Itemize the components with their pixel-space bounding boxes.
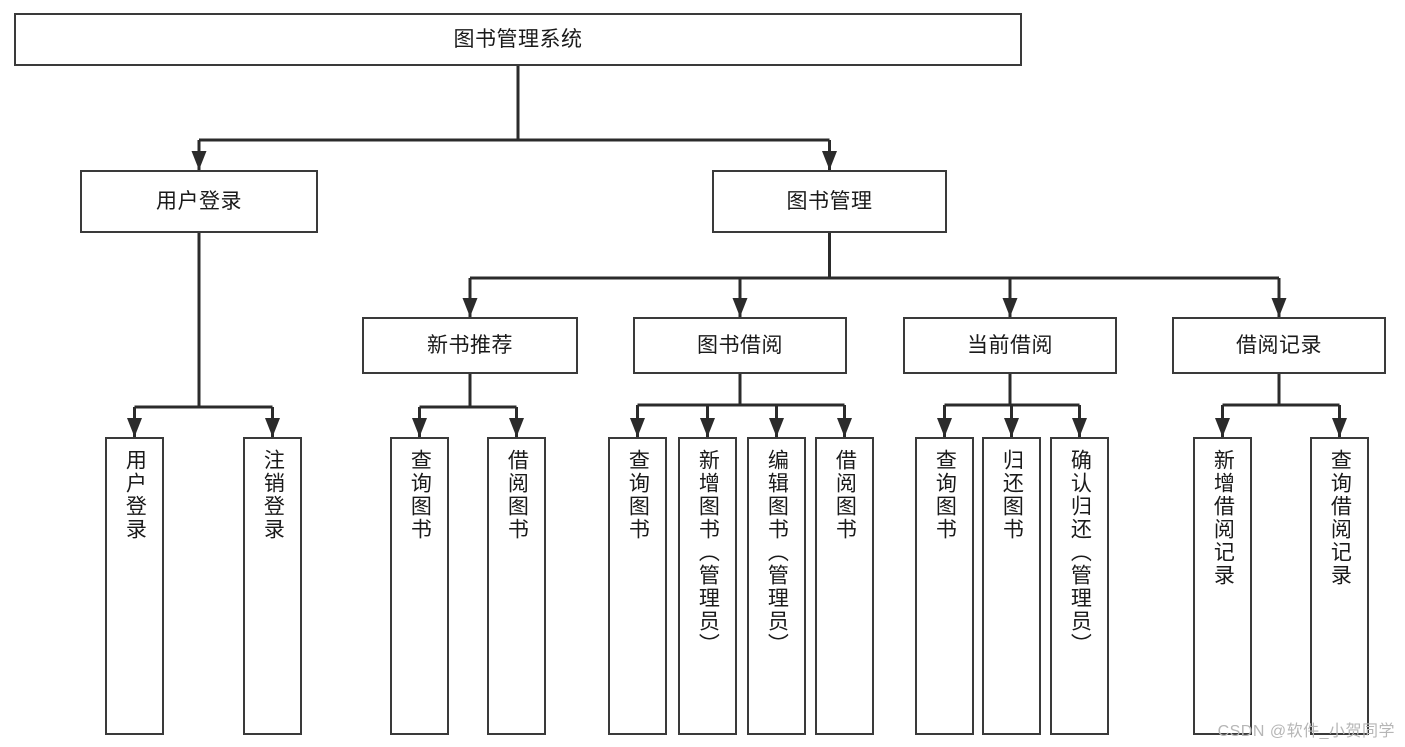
arrowhead-icon [630, 418, 645, 437]
node-leaf-borrow-book-rec[interactable]: 借阅图书 [487, 437, 546, 735]
node-label: 图书借阅 [697, 333, 783, 357]
node-leaf-add-record[interactable]: 新增借阅记录 [1193, 437, 1252, 735]
node-label: 当前借阅 [967, 333, 1053, 357]
node-label: 借阅记录 [1236, 333, 1322, 357]
arrowhead-icon [1271, 298, 1287, 317]
node-leaf-add-book[interactable]: 新增图书（管理员） [678, 437, 737, 735]
node-book-manage[interactable]: 图书管理 [712, 170, 947, 233]
node-label: 查询借阅记录 [1328, 449, 1352, 587]
node-label: 用户登录 [123, 449, 147, 541]
node-label: 查询图书 [933, 449, 957, 541]
watermark-text: CSDN @软件_小贺同学 [1217, 723, 1395, 740]
node-leaf-query-book-current[interactable]: 查询图书 [915, 437, 974, 735]
node-leaf-confirm-return[interactable]: 确认归还（管理员） [1050, 437, 1109, 735]
arrowhead-icon [1004, 418, 1019, 437]
node-label: 编辑图书（管理员） [765, 449, 789, 656]
node-leaf-query-book-borrow[interactable]: 查询图书 [608, 437, 667, 735]
node-label: 归还图书 [1000, 449, 1024, 541]
node-new-book-recommend[interactable]: 新书推荐 [362, 317, 578, 374]
node-label: 借阅图书 [833, 449, 857, 541]
node-root[interactable]: 图书管理系统 [14, 13, 1022, 66]
arrowhead-icon [1072, 418, 1087, 437]
node-label: 确认归还（管理员） [1068, 449, 1092, 656]
node-label: 查询图书 [408, 449, 432, 541]
node-leaf-logout[interactable]: 注销登录 [243, 437, 302, 735]
node-label: 新增图书（管理员） [696, 449, 720, 656]
node-leaf-edit-book[interactable]: 编辑图书（管理员） [747, 437, 806, 735]
node-label: 图书管理系统 [453, 27, 583, 51]
arrowhead-icon [700, 418, 715, 437]
node-label: 图书管理 [786, 189, 873, 213]
node-label: 用户登录 [156, 189, 242, 213]
node-book-borrow[interactable]: 图书借阅 [633, 317, 847, 374]
arrowhead-icon [937, 418, 952, 437]
node-leaf-user-login[interactable]: 用户登录 [105, 437, 164, 735]
node-current-borrow[interactable]: 当前借阅 [903, 317, 1117, 374]
arrowhead-icon [191, 151, 207, 170]
node-leaf-borrow-book[interactable]: 借阅图书 [815, 437, 874, 735]
arrowhead-icon [732, 298, 748, 317]
node-leaf-query-record[interactable]: 查询借阅记录 [1310, 437, 1369, 735]
arrowhead-icon [1215, 418, 1230, 437]
node-user-login[interactable]: 用户登录 [80, 170, 318, 233]
node-leaf-return-book[interactable]: 归还图书 [982, 437, 1041, 735]
node-leaf-query-book-rec[interactable]: 查询图书 [390, 437, 449, 735]
arrowhead-icon [822, 151, 837, 170]
arrowhead-icon [1002, 298, 1018, 317]
node-label: 新书推荐 [427, 333, 513, 357]
node-label: 查询图书 [626, 449, 650, 541]
arrowhead-icon [1332, 418, 1347, 437]
arrowhead-icon [127, 418, 142, 437]
arrowhead-icon [509, 418, 524, 437]
arrowhead-icon [265, 418, 280, 437]
arrowhead-icon [462, 298, 478, 317]
node-label: 新增借阅记录 [1211, 449, 1235, 587]
arrowhead-icon [769, 418, 784, 437]
node-label: 借阅图书 [505, 449, 529, 541]
arrowhead-icon [412, 418, 427, 437]
arrowhead-icon [837, 418, 852, 437]
node-label: 注销登录 [261, 449, 285, 541]
node-borrow-record[interactable]: 借阅记录 [1172, 317, 1386, 374]
